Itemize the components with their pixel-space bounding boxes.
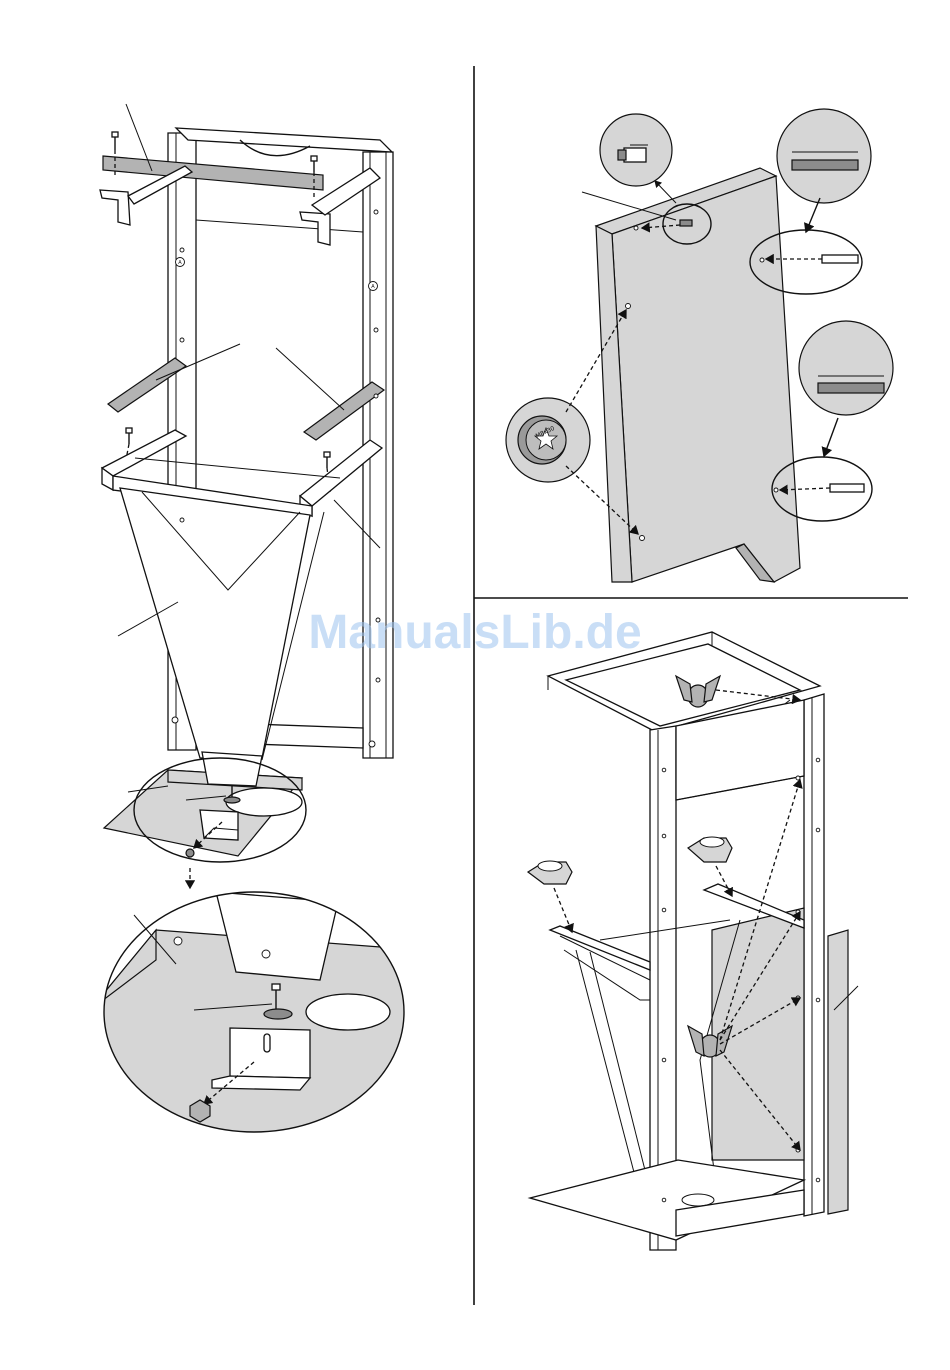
bottom-right-panel-cabinet-assembly [528,632,858,1250]
detail-circle-screw-top [777,109,871,203]
hex-nut-left [528,861,572,884]
top-right-panel-side-panel: M8x30 [506,109,893,582]
watermark: ManualsLib.de [308,606,641,659]
front-right-post [804,694,824,1216]
marker-a-right: A [369,282,378,291]
detail-circle-screw-bottom [799,321,893,415]
detail-circle-m8x30-screw: M8x30 [506,398,590,482]
hex-nut-right [688,837,732,862]
top-wall-rail [103,156,323,190]
svg-text:A: A [178,260,182,266]
triangle-support [120,488,310,758]
top-left-bracket [100,190,130,225]
svg-text:A: A [371,284,375,290]
zoom-circle-large [90,890,420,1140]
side-grey-panel [828,930,848,1214]
marker-a-left: A [176,258,185,267]
